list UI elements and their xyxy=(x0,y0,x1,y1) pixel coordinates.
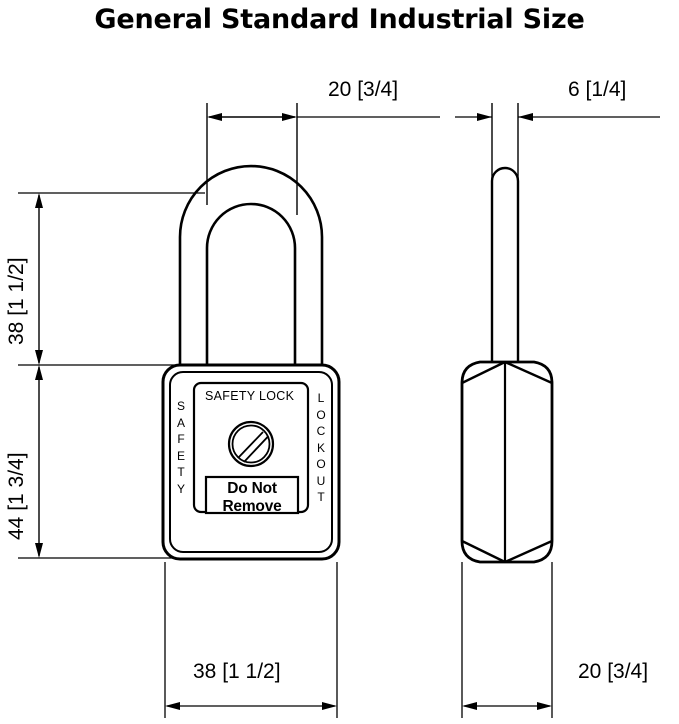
lockout-letter: U xyxy=(316,473,326,488)
safety-letter: E xyxy=(176,448,185,463)
side-body-bevel-bottom-right xyxy=(504,539,553,564)
prohibition-slash-line-1 xyxy=(237,431,264,459)
lockout-letter: L xyxy=(317,391,325,405)
dim-label-top-side: 6 [1/4] xyxy=(568,78,627,101)
arrow-down-shackle-height xyxy=(35,350,43,365)
arrow-left-side-shackle xyxy=(477,113,492,121)
arrow-right-front-body-width xyxy=(322,702,337,710)
dim-label-bottom-front: 38 [1 1/2] xyxy=(193,660,281,683)
safety-letter: Y xyxy=(176,481,185,496)
side-lock-body xyxy=(460,360,554,564)
arrow-right-side-shackle xyxy=(518,113,533,121)
arrow-right-side-body-width xyxy=(537,702,552,710)
dimension-lines-top xyxy=(206,103,660,215)
dim-label-top-front: 20 [3/4] xyxy=(328,78,399,101)
arrow-down-body-height xyxy=(35,543,43,558)
dim-label-body-height: 44 [1 3/4] xyxy=(5,452,28,540)
warning-line-1: Do Not xyxy=(227,480,277,497)
safety-letter: S xyxy=(176,399,185,413)
page-title: General Standard Industrial Size xyxy=(94,4,585,35)
safety-letter: F xyxy=(177,432,185,446)
arrow-left-front-body-width xyxy=(165,702,180,710)
dim-label-bottom-side: 20 [3/4] xyxy=(578,660,649,683)
prohibition-slash-line-2 xyxy=(243,435,269,463)
padlock-front-view xyxy=(161,164,341,561)
arrow-right-front-shackle xyxy=(282,113,297,121)
shackle-outer-path xyxy=(178,164,324,375)
lockout-letter: T xyxy=(317,490,325,504)
warning-box xyxy=(204,475,300,515)
side-body-bevel-top-right xyxy=(504,360,553,385)
arrow-left-side-body-width xyxy=(462,702,477,710)
dim-label-shackle-height: 38 [1 1/2] xyxy=(5,257,28,345)
arrow-left-front-shackle xyxy=(207,113,222,121)
warning-text: Do Not Remove xyxy=(206,480,298,516)
arrow-up-shackle-height xyxy=(35,193,43,208)
side-body-bevel-bottom-left xyxy=(461,539,506,564)
safety-vertical-text: S A F E T Y xyxy=(173,398,189,497)
side-shackle-pin xyxy=(490,166,520,375)
warning-line-2: Remove xyxy=(222,498,282,515)
padlock-side-view xyxy=(460,166,554,564)
safety-letter: T xyxy=(177,465,185,479)
lockout-letter: O xyxy=(316,407,326,422)
shackle-inner-path xyxy=(205,202,297,375)
side-body-bevel-top-left xyxy=(461,360,506,385)
safety-letter: A xyxy=(176,415,185,430)
lockout-vertical-text: L O C K O U T xyxy=(313,390,329,506)
safety-lock-text: SAFETY LOCK xyxy=(205,389,295,403)
arrow-up-body-height xyxy=(35,365,43,380)
dimension-lines-bottom xyxy=(164,562,553,718)
lockout-letter: O xyxy=(316,457,326,471)
lockout-letter: C xyxy=(316,424,326,438)
lockout-letter: K xyxy=(316,440,325,455)
